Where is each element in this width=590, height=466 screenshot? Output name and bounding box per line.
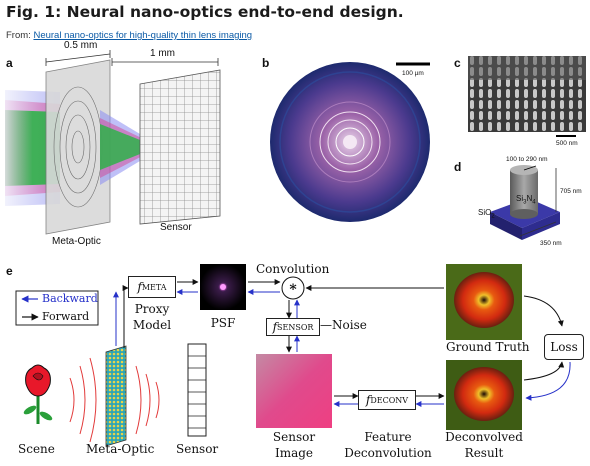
pillar-height-label: 705 nm [560,188,582,195]
f-sensor-sub: SENSOR [277,322,314,332]
pillar-material-label: Si3N4 [516,194,536,206]
noise-text: Noise [332,318,367,332]
legend-backward-label: Backward [42,292,98,305]
meta-optic-label: Meta-Optic [52,236,101,247]
convolution-symbol: ∗ [288,279,298,295]
pillar-diameter-label: 100 to 290 nm [506,156,548,163]
panel-a-label: a [6,56,13,70]
pillar-material-sub1: 3 [523,199,527,206]
panel-e-diagram [15,264,571,447]
scene-label: Scene [18,442,55,456]
ground-truth-label: Ground Truth [446,340,530,354]
panel-d-pillar-diagram [490,165,560,240]
convolution-label: Convolution [256,262,330,276]
figure-title: Fig. 1: Neural nano-optics end-to-end de… [6,3,404,21]
f-deconv-f: f [365,393,371,407]
source-line: From: Neural nano-optics for high-qualit… [6,30,252,41]
legend-forward-label: Forward [42,310,90,323]
meta-optic-e-label: Meta-Optic [86,442,155,456]
sensor-label: Sensor [160,222,192,233]
substrate-main: SiO [478,208,492,217]
pillar-material-mid: N [526,194,533,203]
panel-c-label: c [454,56,461,70]
proxy-model-label-line2: Model [132,318,172,332]
panel-d-label: d [454,160,462,174]
deconvolved-result-label-line2: Result [464,446,504,460]
loss-box: Loss [544,334,584,360]
period-label: 350 nm [540,240,562,247]
sensor-e-label: Sensor [176,442,219,456]
feature-deconvolution-label-line2: Deconvolution [344,446,432,460]
meta-optic-width-label: 0.5 mm [64,40,98,51]
f-meta-f: f [137,280,142,294]
panel-e-label: e [6,264,13,278]
f-sensor-f: f [272,320,278,334]
panel-c-sem-image [468,56,586,137]
f-deconv-sub: DECONV [370,395,409,405]
pillar-material-sub2: 4 [532,199,536,206]
proxy-model-label-line1: Proxy [134,302,170,316]
pillar-material-main: Si [516,194,524,203]
feature-deconvolution-label-line1: Feature [364,430,412,444]
source-prefix: From: [6,30,31,41]
deconvolved-result-label-line1: Deconvolved [445,430,523,444]
psf-label: PSF [210,316,236,330]
panel-c-scalebar-label: 500 nm [556,140,578,147]
propagation-distance-label: 1 mm [150,48,175,59]
sensor-image-label-line2: Image [274,446,314,460]
panel-b-scalebar-label: 100 µm [402,70,424,77]
panel-a-illustration [5,50,221,235]
noise-label: —Noise [320,318,367,332]
substrate-sub: 2 [491,213,495,220]
panel-b-metalens-image [270,62,430,222]
sensor-image-label-line1: Sensor [272,430,316,444]
source-link[interactable]: Neural nano-optics for high-quality thin… [33,30,253,41]
f-meta-sub: META [141,282,167,292]
substrate-label: SiO2 [478,208,495,220]
panel-b-label: b [262,56,270,70]
